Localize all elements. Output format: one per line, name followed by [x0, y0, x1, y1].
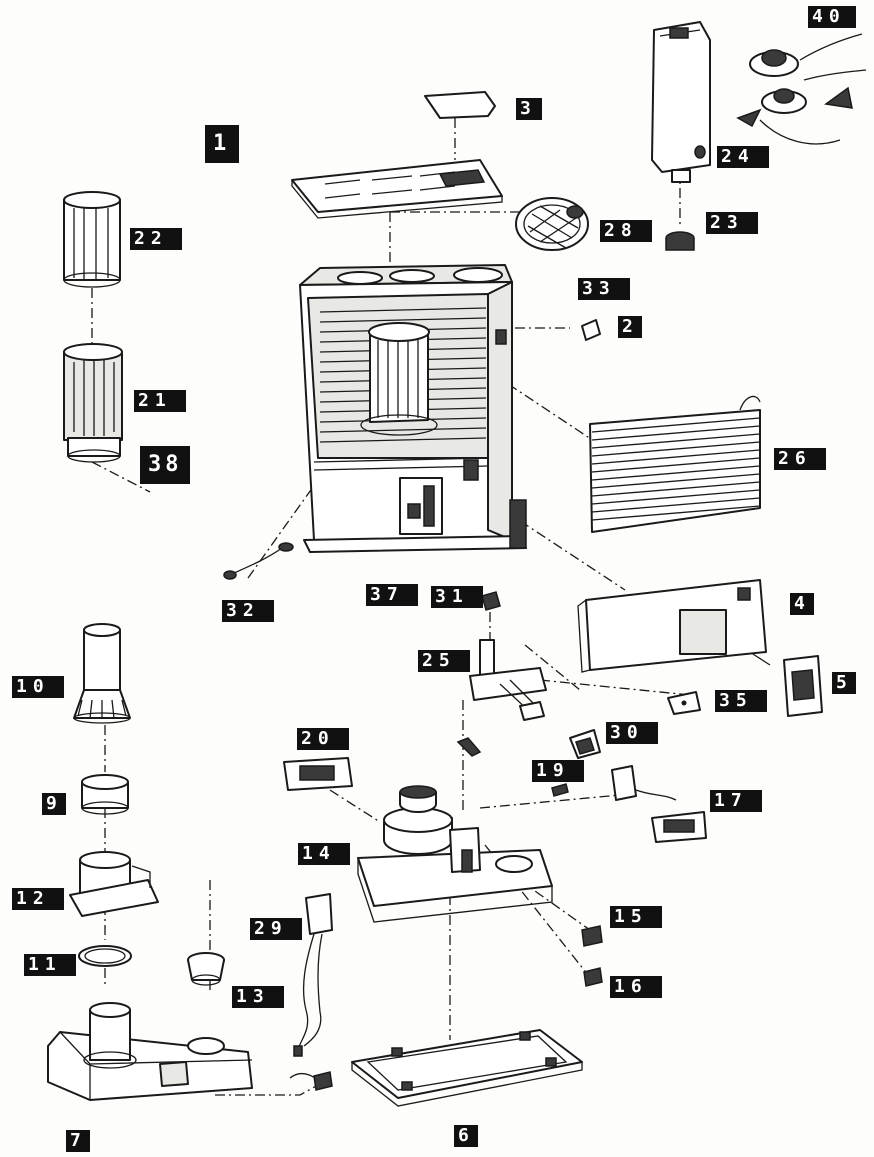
- wick-holder-part: [69, 851, 159, 917]
- cap-removal-illustration: [736, 33, 867, 145]
- control-knob-part: [783, 655, 823, 717]
- top-plate-part: [291, 159, 503, 219]
- callout-2: 2: [618, 316, 642, 338]
- lever-assembly-part: [456, 639, 547, 757]
- callout-12: 12: [12, 888, 64, 910]
- callout-13: 13: [232, 986, 284, 1008]
- callout-4: 4: [790, 593, 814, 615]
- callout-7: 7: [66, 1130, 90, 1152]
- callout-1: 1: [205, 125, 239, 163]
- callout-25: 25: [418, 650, 470, 672]
- plug-part-15: [581, 925, 603, 947]
- callout-19: 19: [532, 760, 584, 782]
- drain-valve-part: [289, 1071, 333, 1091]
- callout-20: 20: [297, 728, 349, 750]
- battery-case-part: [283, 757, 353, 791]
- callout-22: 22: [130, 228, 182, 250]
- callout-5: 5: [832, 672, 856, 694]
- callout-15: 15: [610, 906, 662, 928]
- base-tray-part: [351, 1029, 583, 1107]
- sensor-wire-part: [293, 893, 333, 1057]
- lever-cap-part: [481, 591, 501, 611]
- callout-17: 17: [710, 790, 762, 812]
- igniter-pin-part: [551, 783, 569, 797]
- callout-23: 23: [706, 212, 758, 234]
- heater-cabinet-part: [299, 264, 527, 553]
- side-panel-part: [577, 579, 767, 673]
- plug-part-16: [583, 967, 603, 987]
- safety-switch-part: [569, 729, 601, 759]
- tank-cap-part: [665, 231, 695, 251]
- chimney-part: [73, 623, 131, 724]
- callout-9: 9: [42, 793, 66, 815]
- callout-33: 33: [578, 278, 630, 300]
- callout-16: 16: [610, 976, 662, 998]
- cup-part: [187, 952, 225, 986]
- callout-10: 10: [12, 676, 64, 698]
- callout-38: 38: [140, 446, 190, 484]
- wick-base-part: [357, 785, 553, 923]
- callout-14: 14: [298, 843, 350, 865]
- callout-40: 40: [808, 6, 856, 28]
- callout-31: 31: [431, 586, 483, 608]
- callout-6: 6: [454, 1125, 478, 1147]
- callout-11: 11: [24, 954, 76, 976]
- igniter-unit-part: [611, 765, 707, 843]
- igniter-cable-part: [223, 542, 294, 580]
- callout-3: 3: [516, 98, 542, 120]
- outer-cylinder-part: [63, 191, 121, 288]
- callout-24: 24: [717, 146, 769, 168]
- callout-29: 29: [250, 918, 302, 940]
- wick-adjuster-part: [515, 197, 589, 251]
- callout-35: 35: [715, 690, 767, 712]
- burner-ring-part: [81, 774, 129, 815]
- fuel-tank-part: [651, 21, 711, 183]
- top-lid-part: [424, 91, 496, 119]
- bracket-part: [667, 691, 701, 715]
- callout-28: 28: [600, 220, 652, 242]
- reflector-part: [589, 395, 761, 533]
- gasket-part: [78, 945, 132, 967]
- callout-32: 32: [222, 600, 274, 622]
- clip-part: [581, 319, 601, 341]
- inner-cylinder-part: [63, 343, 123, 463]
- callout-30: 30: [606, 722, 658, 744]
- callout-21: 21: [134, 390, 186, 412]
- fuel-reservoir-part: [47, 1002, 253, 1101]
- callout-37: 37: [366, 584, 418, 606]
- callout-26: 26: [774, 448, 826, 470]
